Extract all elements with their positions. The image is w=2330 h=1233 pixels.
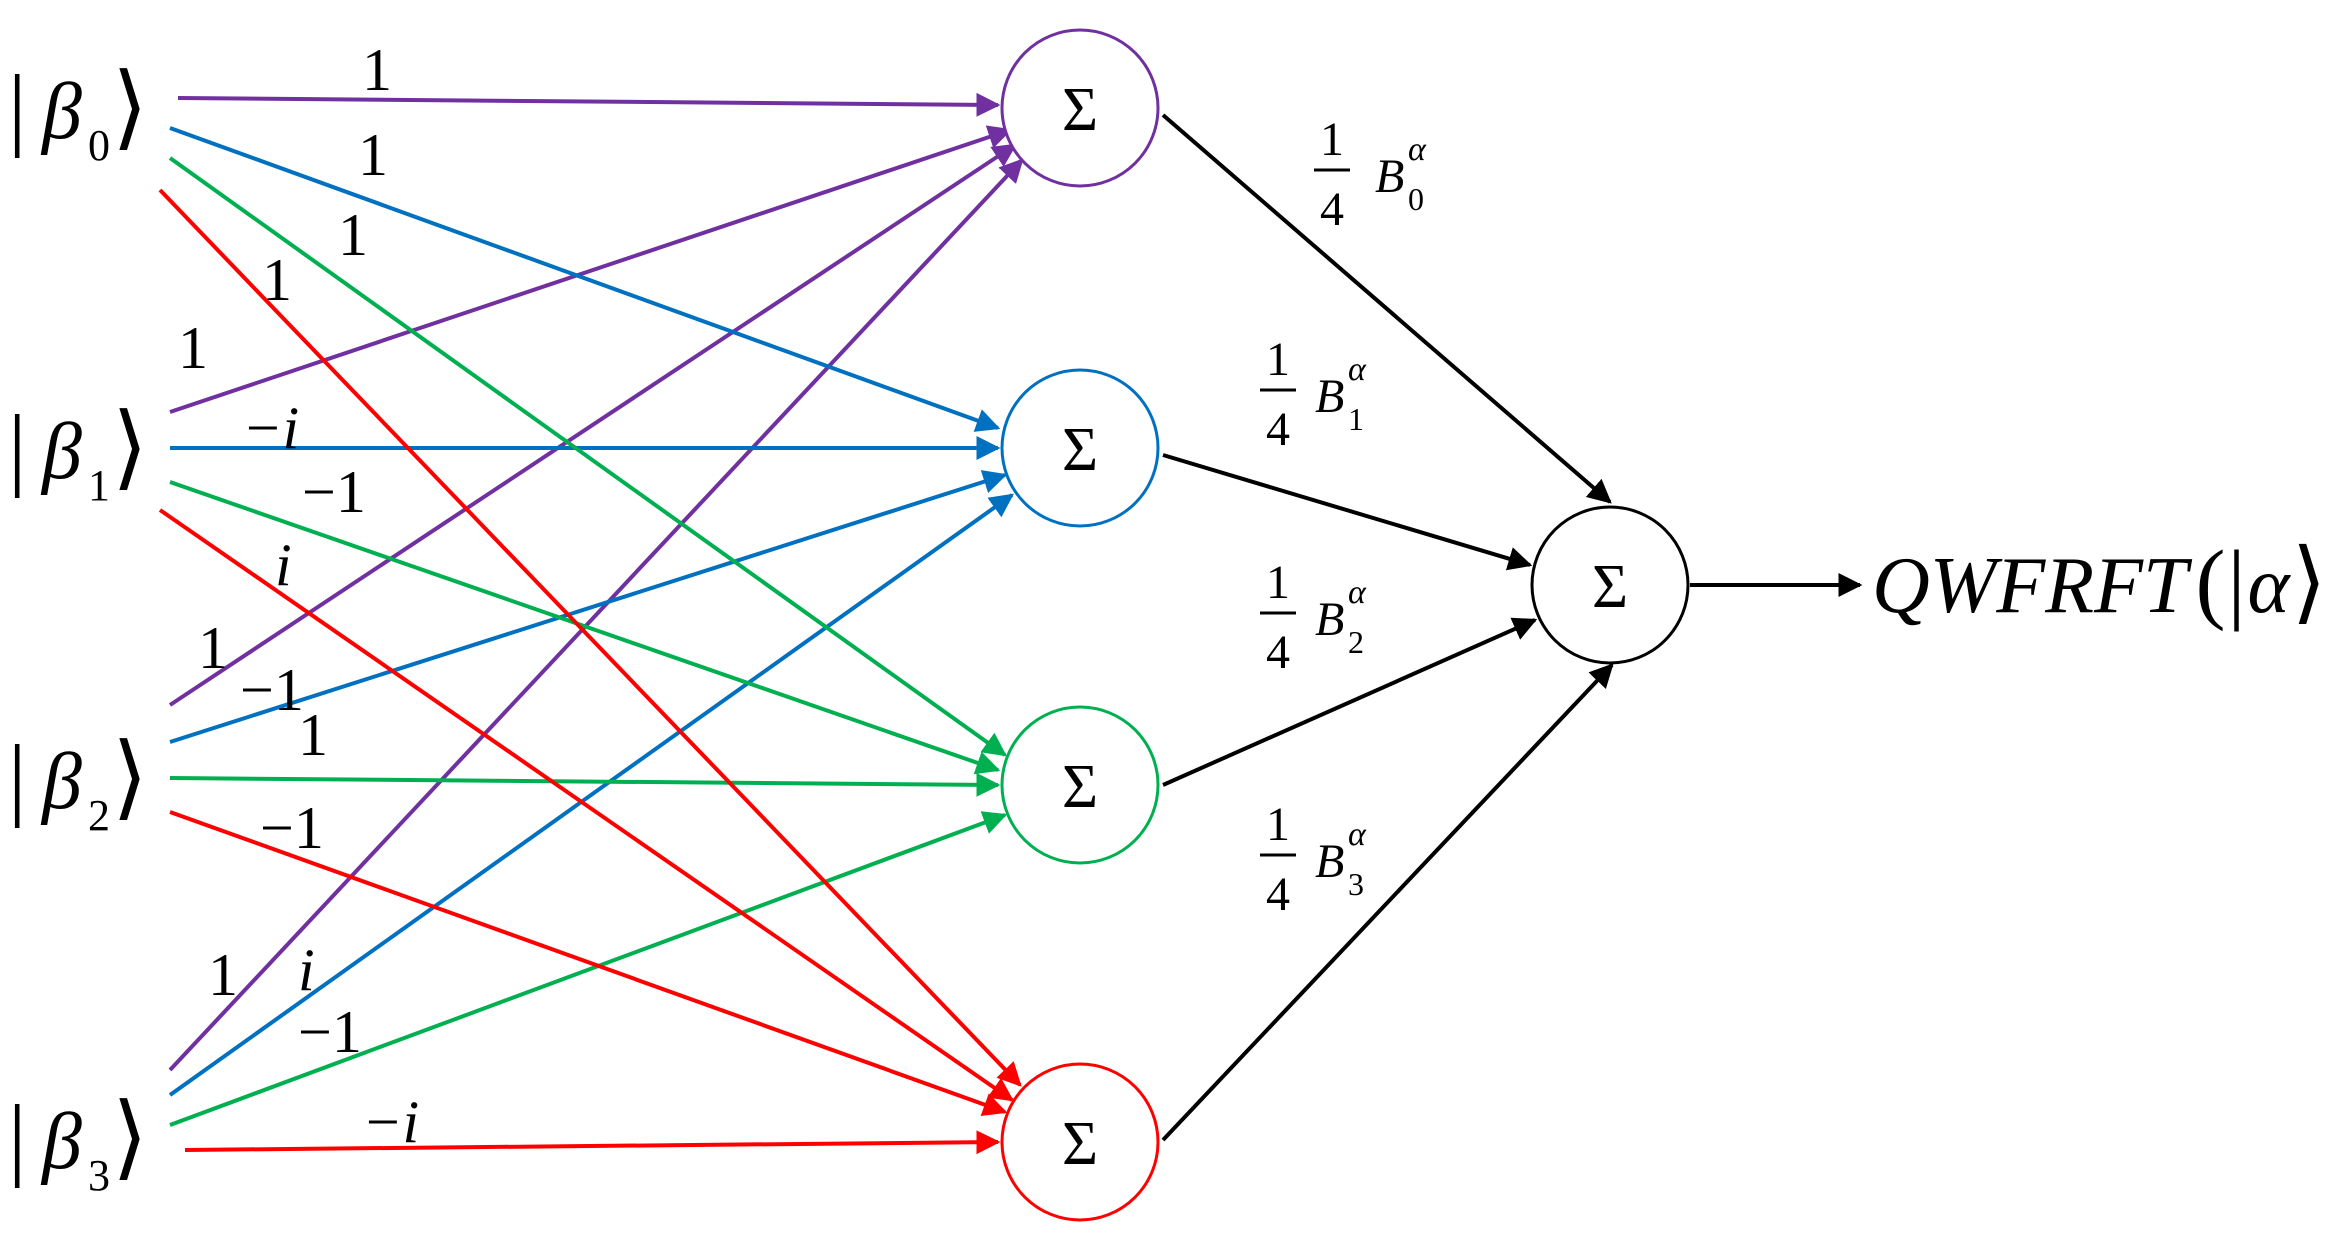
svg-text:−1: −1 [298,999,362,1065]
svg-text:β: β [40,1098,82,1186]
coefficient-2: 1 4 B α 2 [1260,556,1367,679]
edge-s1-final [1162,453,1533,571]
svg-text:1: 1 [1320,113,1344,166]
svg-text:1: 1 [208,942,238,1008]
svg-text:3: 3 [88,1151,110,1200]
svg-text:β: β [40,738,82,826]
svg-text:i: i [298,937,315,1003]
input-beta0: | β 0 ⟩ [8,56,148,170]
edge-s0-final [1161,113,1612,504]
weight-labels: 1 1 1 1 1 −i −1 i 1 −1 1 −1 1 i −1 −i [178,37,419,1155]
svg-text:1: 1 [198,615,228,681]
edge-s3-final [1161,663,1614,1142]
svg-text:Σ: Σ [1592,553,1628,621]
edges-to-sum1 [168,126,1014,1097]
svg-text:1: 1 [1266,556,1290,609]
edges-to-final [1161,113,1863,1142]
svg-text:4: 4 [1266,403,1290,456]
svg-text:4: 4 [1266,868,1290,921]
edge-b3-s2 [169,811,1008,1127]
svg-text:2: 2 [1348,624,1364,660]
svg-text:1: 1 [362,37,392,103]
sum-node-1: Σ [1000,368,1160,528]
svg-text:1: 1 [298,702,328,768]
svg-text:B: B [1315,835,1344,888]
svg-text:1: 1 [358,122,388,188]
edge-b3-s0 [168,158,1024,1072]
edge-b3-s3 [184,1130,1001,1155]
edge-b3-s1 [168,493,1014,1097]
svg-text:B: B [1375,150,1404,203]
svg-text:Σ: Σ [1062,753,1098,821]
svg-text:1: 1 [262,247,292,313]
svg-text:⟩: ⟩ [112,1086,148,1188]
svg-text:1: 1 [1348,401,1364,437]
edge-b2-s0 [168,143,1018,707]
svg-text:α: α [1408,131,1427,168]
output-label: QWFRFT(|α⟩) [1872,533,2330,632]
edges-to-sum3 [158,188,1022,1155]
svg-text:Σ: Σ [1062,416,1098,484]
svg-text:2: 2 [88,791,110,840]
final-sum-node: Σ [1530,505,1690,665]
svg-text:β: β [40,408,82,496]
edge-b2-s3 [169,810,1008,1116]
svg-text:Σ: Σ [1062,1110,1098,1178]
svg-text:−i: −i [242,395,299,461]
svg-text:B: B [1315,593,1344,646]
svg-text:1: 1 [1266,798,1290,851]
svg-text:−1: −1 [240,657,304,723]
svg-text:1: 1 [178,315,208,381]
svg-text:0: 0 [1408,181,1424,217]
svg-text:i: i [275,532,292,598]
svg-text:1: 1 [1266,333,1290,386]
svg-text:|: | [8,726,26,828]
svg-text:⟩: ⟩ [112,56,148,158]
edge-b1-s0 [169,125,1013,414]
svg-text:4: 4 [1320,183,1344,236]
svg-text:1: 1 [338,202,368,268]
svg-text:|: | [8,396,26,498]
svg-text:α: α [1348,574,1367,611]
sum-node-0: Σ [1000,28,1160,188]
svg-text:|: | [8,56,26,158]
input-beta2: | β 2 ⟩ [8,726,148,840]
svg-text:−i: −i [362,1089,419,1155]
edge-b0-s3 [158,188,1022,1087]
edges-to-sum2 [168,156,1008,1127]
svg-text:3: 3 [1348,866,1364,902]
edge-b0-s0 [177,92,1001,117]
svg-text:4: 4 [1266,626,1290,679]
svg-text:−1: −1 [302,459,366,525]
coefficient-0: 1 4 B α 0 [1314,113,1427,236]
input-beta3: | β 3 ⟩ [8,1086,148,1200]
edge-b1-s3 [158,508,1014,1102]
coefficient-3: 1 4 B α 3 [1260,798,1367,921]
edges-to-sum0 [168,92,1024,1072]
svg-text:1: 1 [88,461,110,510]
input-beta1: | β 1 ⟩ [8,396,148,510]
edge-b2-s1 [169,470,1008,744]
svg-text:Σ: Σ [1062,76,1098,144]
svg-text:QWFRFT(|α⟩): QWFRFT(|α⟩) [1872,533,2330,632]
svg-text:β: β [40,68,82,156]
svg-text:B: B [1315,370,1344,423]
svg-text:−1: −1 [260,795,324,861]
sum-node-3: Σ [1000,1062,1160,1222]
svg-text:⟩: ⟩ [112,726,148,828]
edge-b1-s2 [169,480,1001,775]
sum-node-2: Σ [1000,705,1160,865]
svg-text:α: α [1348,816,1367,853]
svg-text:0: 0 [88,121,110,170]
edge-b0-s2 [168,156,1007,757]
edge-s2-final [1162,617,1538,787]
svg-text:⟩: ⟩ [112,396,148,498]
svg-text:α: α [1348,351,1367,388]
edge-b2-s2 [169,772,1001,797]
coefficient-1: 1 4 B α 1 [1260,333,1367,456]
edge-b0-s1 [169,126,1001,432]
svg-text:|: | [8,1086,26,1188]
